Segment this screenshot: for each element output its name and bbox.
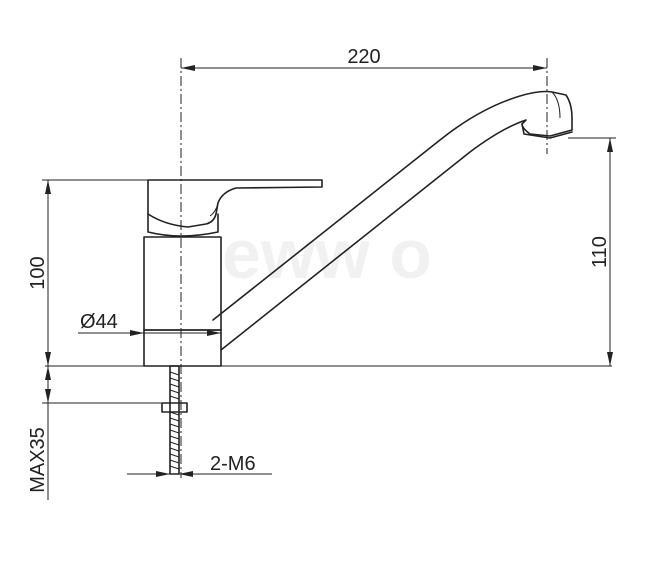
dim-text-body-height: 100 xyxy=(27,256,49,289)
arrow-right xyxy=(156,471,170,477)
dim-text-max-thickness: MAX35 xyxy=(27,427,49,493)
spout-tip-detail xyxy=(551,91,561,119)
handle-detail xyxy=(209,202,219,217)
dim-text-spout-height: 110 xyxy=(589,236,611,268)
aerator xyxy=(521,123,573,139)
spout xyxy=(212,90,573,351)
arrow-right xyxy=(533,65,547,71)
arrow-down xyxy=(45,352,51,366)
stud-nut xyxy=(161,402,188,413)
watermark-logo: eww o xyxy=(222,215,432,293)
body-base xyxy=(143,329,222,367)
arrow-down xyxy=(607,352,613,366)
dim-text-studs: 2-M6 xyxy=(210,453,256,475)
arrow-up xyxy=(45,366,51,380)
arrow-down xyxy=(45,389,51,403)
arrow-right xyxy=(130,330,144,336)
arrow-up xyxy=(45,180,51,194)
arrow-up xyxy=(607,138,613,152)
arrow-right xyxy=(207,330,221,336)
stud-thread xyxy=(169,371,180,470)
lever-handle xyxy=(147,179,323,228)
dim-text-reach: 220 xyxy=(347,46,380,68)
arrow-left xyxy=(181,65,195,71)
dim-text-diameter: Ø44 xyxy=(80,311,118,333)
body-cylinder xyxy=(143,236,222,331)
faucet-body xyxy=(147,213,219,237)
arrow-left xyxy=(179,471,193,477)
